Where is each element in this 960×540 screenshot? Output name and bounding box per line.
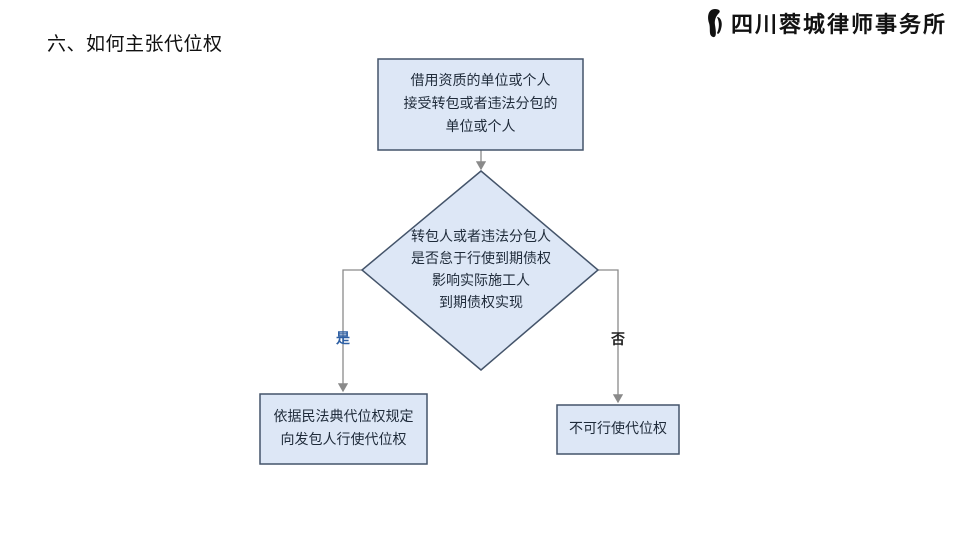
decision-text: 转包人或者违法分包人 是否怠于行使到期债权 影响实际施工人 到期债权实现 bbox=[381, 213, 581, 327]
start-box bbox=[377, 58, 584, 151]
yes-outcome-box bbox=[259, 393, 428, 465]
firm-logo-icon bbox=[708, 9, 722, 38]
yes-outcome-line: 依据民法典代位权规定 bbox=[273, 409, 414, 425]
decision-line: 影响实际施工人 bbox=[432, 273, 530, 289]
yes-outcome-text: 依据民法典代位权规定 向发包人行使代位权 bbox=[260, 394, 427, 464]
connector-decision-no bbox=[598, 269, 624, 404]
start-box-text: 借用资质的单位或个人 接受转包或者违法分包的 单位或个人 bbox=[378, 59, 583, 150]
firm-name: 四川蓉城律师事务所 bbox=[731, 12, 948, 38]
slide-title: 六、如何主张代位权 bbox=[47, 33, 223, 55]
no-outcome-text: 不可行使代位权 bbox=[557, 405, 679, 454]
decision-line: 是否怠于行使到期债权 bbox=[411, 251, 551, 267]
no-outcome-line: 不可行使代位权 bbox=[569, 421, 667, 437]
yes-label: 是 bbox=[336, 331, 350, 347]
yes-outcome-line: 向发包人行使代位权 bbox=[280, 432, 407, 448]
connector-decision-yes bbox=[337, 269, 362, 393]
firm-logo: 四川蓉城律师事务所 bbox=[703, 6, 947, 40]
decision-line: 到期债权实现 bbox=[439, 295, 523, 311]
decision-diamond bbox=[360, 170, 600, 371]
start-box-line: 单位或个人 bbox=[445, 119, 516, 135]
decision-line: 转包人或者违法分包人 bbox=[411, 229, 551, 245]
start-box-line: 接受转包或者违法分包的 bbox=[403, 96, 558, 112]
start-box-line: 借用资质的单位或个人 bbox=[410, 73, 551, 89]
no-label: 否 bbox=[611, 332, 625, 348]
no-outcome-box bbox=[556, 404, 680, 455]
